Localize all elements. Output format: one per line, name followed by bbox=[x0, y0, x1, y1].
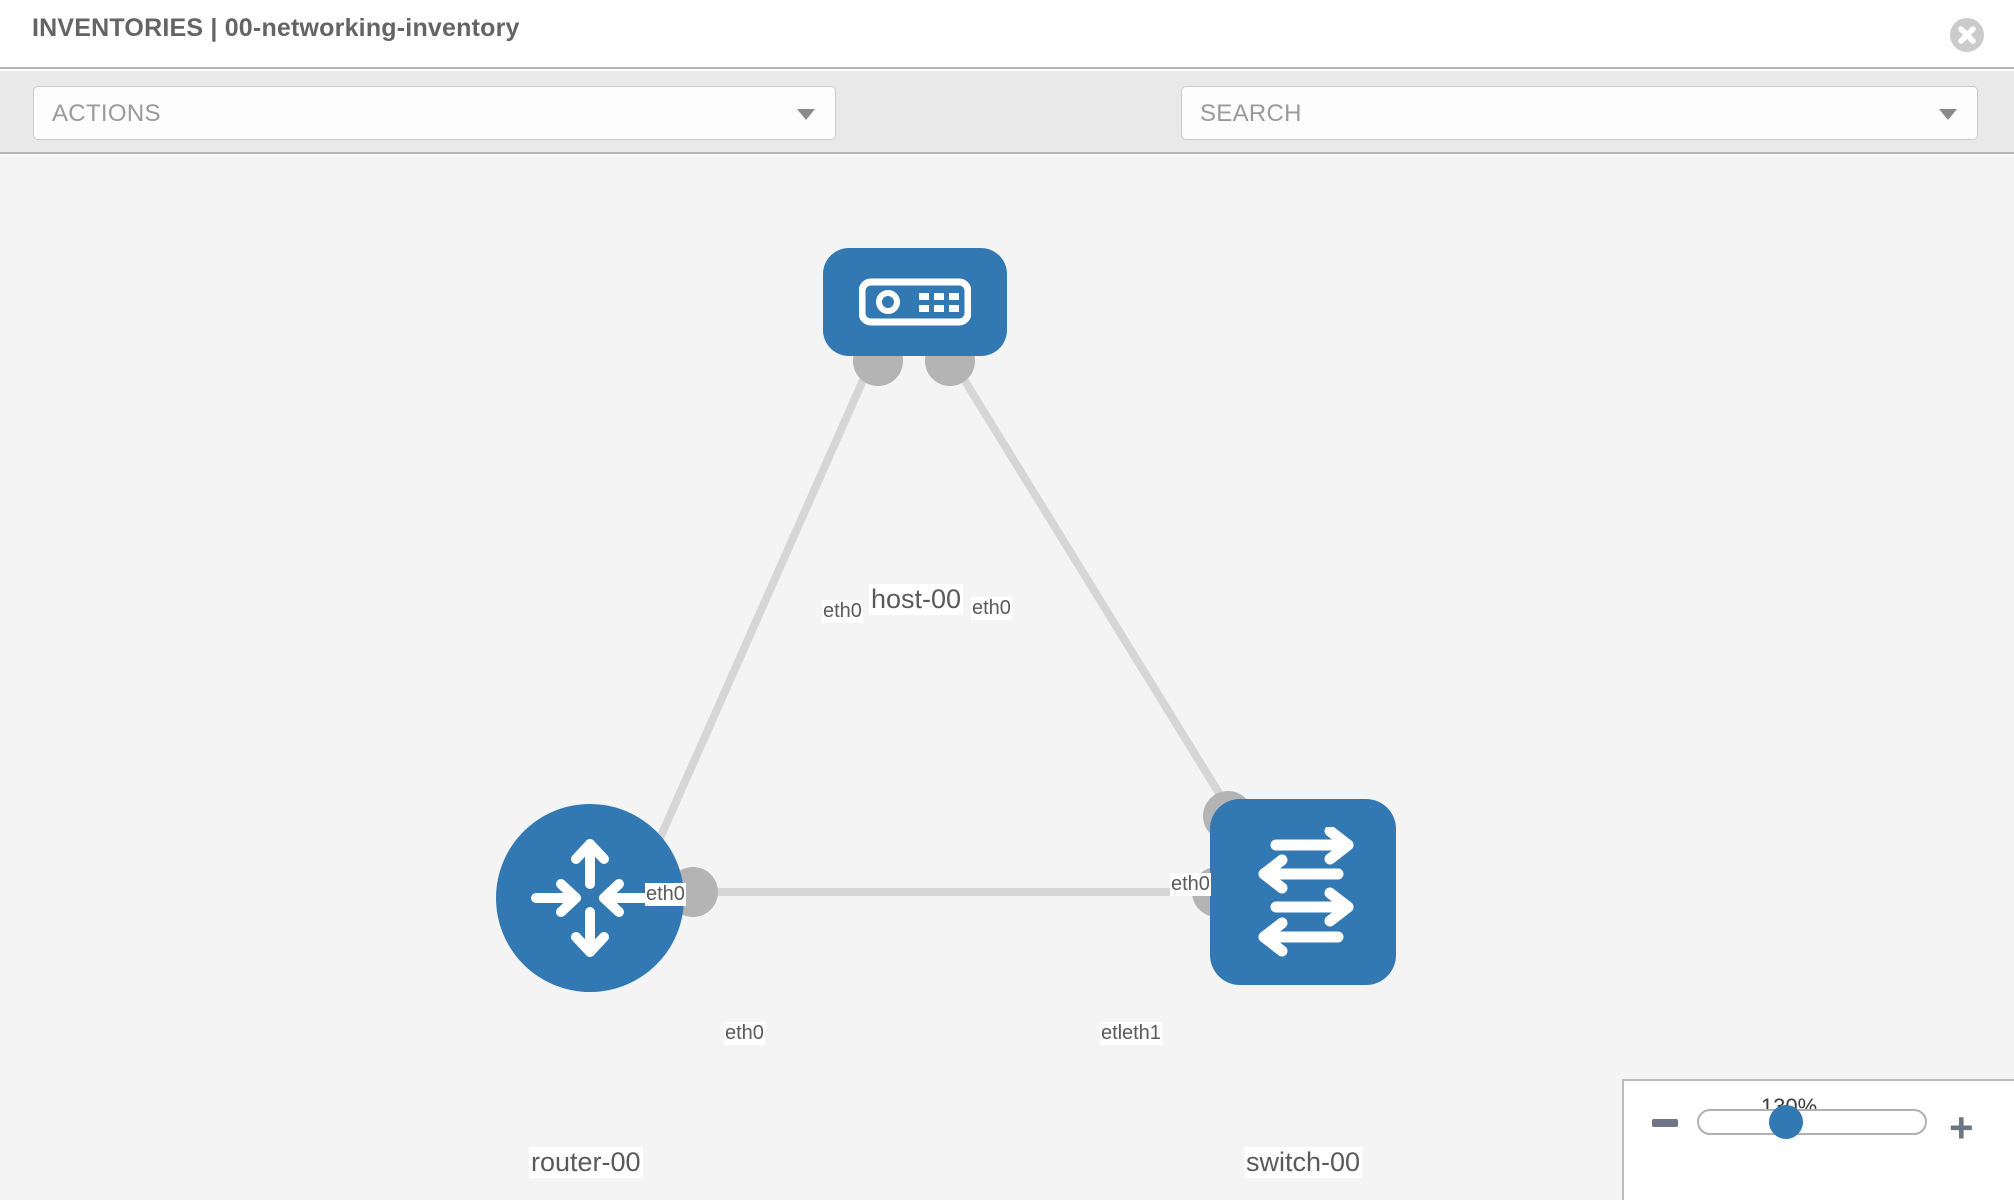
topology-node-host-00[interactable] bbox=[823, 248, 1007, 356]
node-label-router-00: router-00 bbox=[529, 1147, 643, 1178]
router-arrows-icon bbox=[531, 839, 649, 957]
edge-label-switch-up: eth0 bbox=[1170, 873, 1211, 896]
zoom-in-button[interactable]: + bbox=[1949, 1104, 1974, 1151]
edge-label-switch-eth1: eth1 bbox=[1121, 1022, 1162, 1045]
zoom-slider-track[interactable] bbox=[1697, 1109, 1927, 1135]
chevron-down-icon[interactable] bbox=[1939, 109, 1957, 120]
node-label-switch-00: switch-00 bbox=[1244, 1147, 1363, 1178]
switch-arrows-icon bbox=[1258, 827, 1354, 957]
topology-canvas[interactable]: eth0 eth0 eth0 eth0 eth0 eth0 eth1 host-… bbox=[0, 156, 2014, 1200]
topology-node-switch-00[interactable] bbox=[1210, 799, 1396, 985]
edge-label-host-left: eth0 bbox=[822, 600, 863, 623]
actions-dropdown[interactable]: ACTIONS bbox=[33, 86, 836, 140]
page-title: INVENTORIES | 00-networking-inventory bbox=[32, 14, 520, 42]
node-label-host-00: host-00 bbox=[869, 584, 964, 615]
search-placeholder: SEARCH bbox=[1200, 100, 1302, 127]
edge-label-router-up: eth0 bbox=[645, 883, 686, 906]
topology-edges bbox=[656, 357, 1242, 896]
actions-dropdown-label: ACTIONS bbox=[52, 100, 161, 127]
close-icon[interactable] bbox=[1950, 18, 1984, 52]
edge-label-host-right: eth0 bbox=[971, 597, 1012, 620]
topology-graph bbox=[656, 336, 1253, 917]
toolbar: ACTIONS SEARCH bbox=[0, 71, 2014, 197]
chevron-down-icon bbox=[797, 109, 815, 120]
search-input[interactable]: SEARCH bbox=[1181, 86, 1978, 140]
zoom-slider-thumb[interactable] bbox=[1769, 1105, 1803, 1139]
window-header: INVENTORIES | 00-networking-inventory bbox=[0, 0, 2014, 69]
zoom-control-panel: 130% + bbox=[1622, 1079, 2014, 1200]
zoom-out-button[interactable] bbox=[1652, 1119, 1678, 1127]
switch-node-shape bbox=[1210, 799, 1396, 985]
host-node-shape bbox=[823, 248, 1007, 356]
server-appliance-icon bbox=[859, 278, 971, 326]
edge-label-router-eth0: eth0 bbox=[724, 1022, 765, 1045]
